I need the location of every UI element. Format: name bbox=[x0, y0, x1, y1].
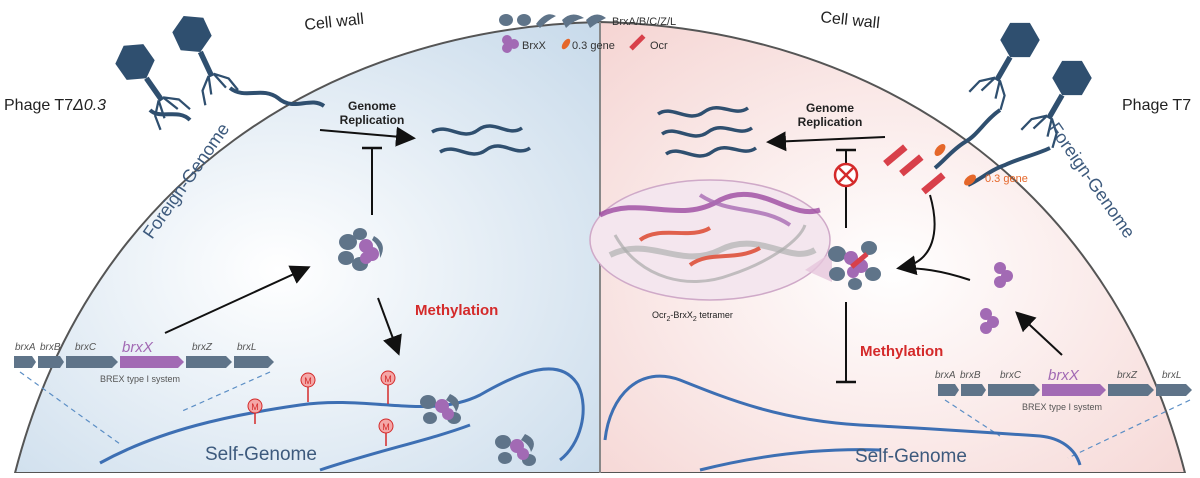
left-phage-2-icon bbox=[166, 7, 240, 107]
right-cell bbox=[600, 20, 1187, 473]
right-free-brxx-1 bbox=[994, 262, 1013, 288]
ocr-legend-icon bbox=[629, 34, 646, 51]
brxx-binding-line bbox=[899, 267, 971, 281]
right-ocr-proteins bbox=[883, 144, 946, 195]
left-methyl-mark-1: M bbox=[300, 372, 316, 402]
left-gene-brxC-label: brxC bbox=[75, 342, 97, 353]
legend-ocr-label: Ocr bbox=[650, 40, 668, 52]
legend-brxx-label: BrxX bbox=[522, 40, 547, 52]
right-phage-1-icon bbox=[968, 12, 1047, 111]
left-replication-arrow bbox=[319, 126, 416, 147]
right-self-genome-label: Self-Genome bbox=[855, 446, 967, 467]
gene03-legend-icon bbox=[561, 38, 571, 50]
right-free-brxx-2 bbox=[980, 308, 999, 334]
right-gene-brxC-label: brxC bbox=[1000, 370, 1022, 381]
left-bound-complex-1 bbox=[420, 394, 461, 424]
left-self-genome-label: Self-Genome bbox=[205, 444, 317, 465]
svg-text:M: M bbox=[382, 422, 390, 432]
right-gene-brxL-label: brxL bbox=[1162, 370, 1181, 381]
right-genome-label: Genome bbox=[806, 101, 854, 115]
right-gene-brxB-label: brxB bbox=[960, 370, 981, 381]
ocr-brxx-structure-inset bbox=[589, 179, 831, 301]
left-self-genome-inner bbox=[319, 423, 471, 472]
right-methylation-label: Methylation bbox=[860, 343, 943, 360]
right-replicated-dna bbox=[656, 105, 758, 158]
brxx-legend-icon bbox=[502, 35, 519, 53]
left-injected-dna-1 bbox=[228, 86, 326, 108]
left-methylation-arrow bbox=[377, 297, 402, 356]
legend-brex-label: BrxA/B/C/Z/L bbox=[612, 16, 676, 28]
brex-protein-legend-icon bbox=[499, 14, 606, 28]
inset-pointer bbox=[805, 252, 832, 282]
right-cell-wall-label: Cell wall bbox=[820, 9, 881, 32]
right-gene-brxZ-label: brxZ bbox=[1117, 370, 1138, 381]
legend-gene03-label: 0.3 gene bbox=[572, 40, 615, 52]
legend: BrxA/B/C/Z/L BrxX 0.3 gene Ocr bbox=[499, 14, 676, 53]
svg-text:M: M bbox=[251, 402, 259, 412]
left-replicated-dna-2 bbox=[439, 144, 532, 156]
left-replication-label: Replication bbox=[340, 113, 405, 127]
left-cell-wall-label: Cell wall bbox=[304, 11, 365, 34]
right-phage-label: Phage T7 bbox=[1122, 97, 1191, 114]
left-gene-brxZ-label: brxZ bbox=[192, 342, 213, 353]
left-inhibition-bar bbox=[362, 146, 382, 215]
right-gene-brxA-label: brxA bbox=[935, 370, 956, 381]
left-injected-dna-2 bbox=[148, 108, 192, 122]
ocr-binding-arrow bbox=[896, 194, 936, 276]
right-ocr-brxx-complex bbox=[828, 241, 881, 290]
right-injected-dna bbox=[933, 108, 1051, 187]
left-bound-complex-2 bbox=[495, 434, 536, 466]
left-operon-title: BREX type I system bbox=[100, 374, 180, 384]
right-operon: brxA brxB brxC brxX brxZ brxL BREX type … bbox=[935, 367, 1192, 459]
right-methylation-block-bar bbox=[836, 302, 856, 384]
left-methyl-mark-2: M bbox=[380, 370, 396, 404]
left-gene-brxX-label: brxX bbox=[122, 339, 154, 356]
right-operon-title: BREX type I system bbox=[1022, 402, 1102, 412]
left-gene-brxL-label: brxL bbox=[237, 342, 256, 353]
right-self-genome-inner bbox=[699, 448, 881, 472]
left-brex-complex bbox=[338, 228, 383, 271]
right-replication-arrow bbox=[766, 131, 886, 152]
left-methyl-mark-4: M bbox=[378, 418, 394, 446]
left-expression-arrow bbox=[164, 265, 311, 334]
left-phage-label: Phage T7Δ0.3 bbox=[4, 97, 106, 114]
left-methyl-mark-3: M bbox=[247, 398, 263, 424]
left-replicated-dna-1 bbox=[431, 124, 524, 136]
right-expression-arrow bbox=[1015, 311, 1063, 356]
svg-text:M: M bbox=[384, 374, 392, 384]
left-operon: brxA brxB brxC brxX brxZ brxL BREX type … bbox=[14, 339, 274, 445]
complex-structure-label: Ocr2-BrxX2 tetramer bbox=[652, 310, 733, 323]
right-self-genome-outer bbox=[603, 374, 1082, 466]
right-gene03-label: 0.3 gene bbox=[985, 173, 1028, 185]
blocked-icon bbox=[833, 162, 859, 188]
right-replication-label: Replication bbox=[798, 115, 863, 129]
right-foreign-genome-label: Foreign-Genome bbox=[1045, 119, 1139, 242]
left-gene-brxA-label: brxA bbox=[15, 342, 36, 353]
svg-text:M: M bbox=[304, 376, 312, 386]
left-gene-brxB-label: brxB bbox=[40, 342, 61, 353]
right-gene-brxX-label: brxX bbox=[1048, 367, 1080, 384]
left-genome-label: Genome bbox=[348, 99, 396, 113]
left-methylation-label: Methylation bbox=[415, 302, 498, 319]
